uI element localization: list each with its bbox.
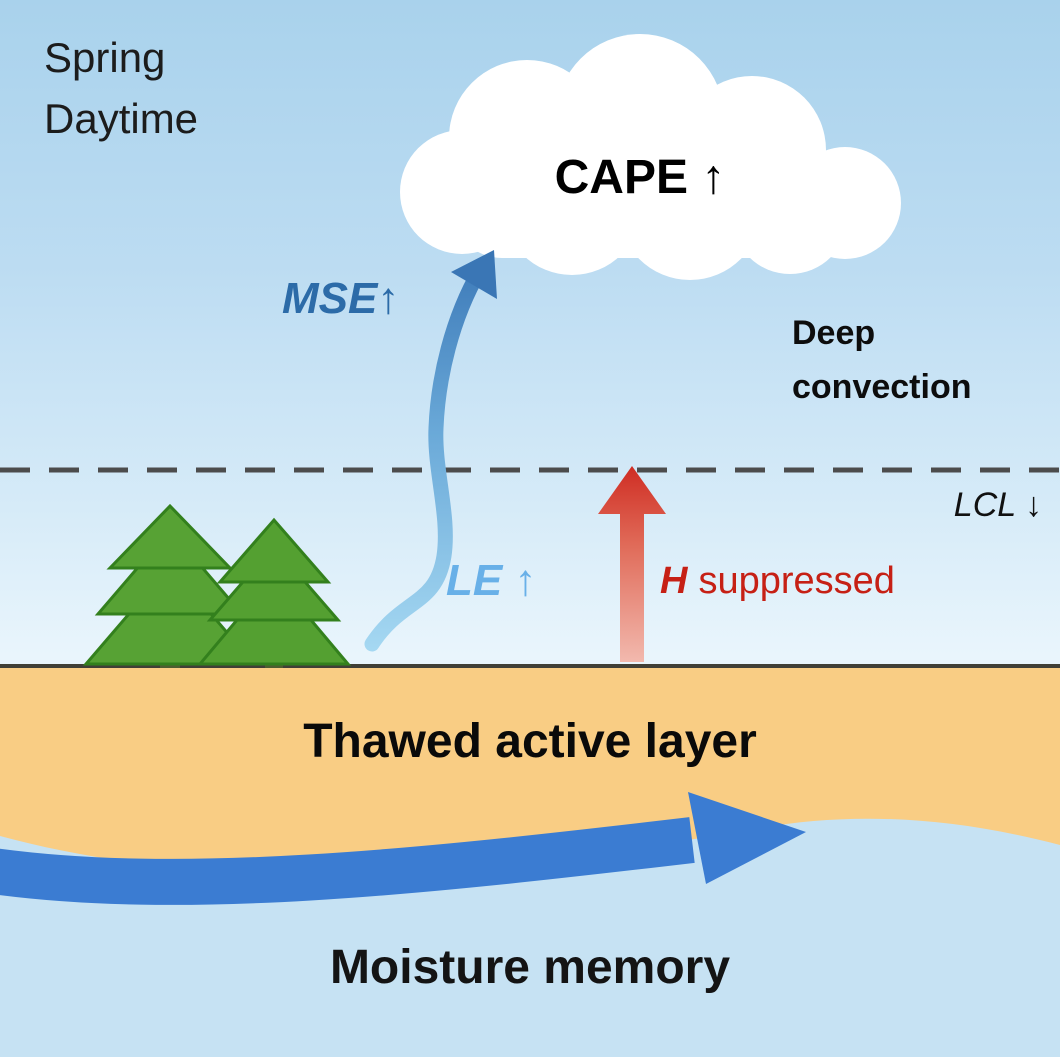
deep-convection-line1: Deep — [792, 314, 876, 352]
sensible-heat-suffix: suppressed — [698, 560, 895, 602]
cloud — [400, 34, 901, 280]
moisture-flow-arrowhead — [688, 792, 806, 884]
moisture-flow-arrow — [0, 817, 695, 905]
sensible-heat-symbol: H — [660, 560, 688, 602]
cape-label: CAPE ↑ — [554, 151, 726, 204]
season-label: Spring Daytime — [44, 28, 198, 150]
mse-flux-arrowhead — [451, 250, 497, 299]
season-label-line1: Spring — [44, 34, 166, 81]
deep-convection-label: Deep convection — [792, 306, 971, 415]
thawed-active-layer-band — [0, 666, 1060, 875]
mse-label: MSE↑ — [282, 274, 400, 323]
le-label: LE ↑ — [446, 556, 537, 605]
mse-flux-arrow — [364, 262, 488, 652]
sensible-heat-arrow — [598, 466, 666, 662]
lcl-label: LCL ↓ — [953, 486, 1042, 524]
pine-tree-left — [82, 503, 258, 668]
moisture-memory-label: Moisture memory — [329, 941, 731, 994]
season-label-line2: Daytime — [44, 94, 199, 142]
active-layer-label: Thawed active layer — [303, 715, 757, 768]
pine-tree-right — [196, 517, 352, 668]
deep-convection-line2: convection — [792, 368, 972, 407]
